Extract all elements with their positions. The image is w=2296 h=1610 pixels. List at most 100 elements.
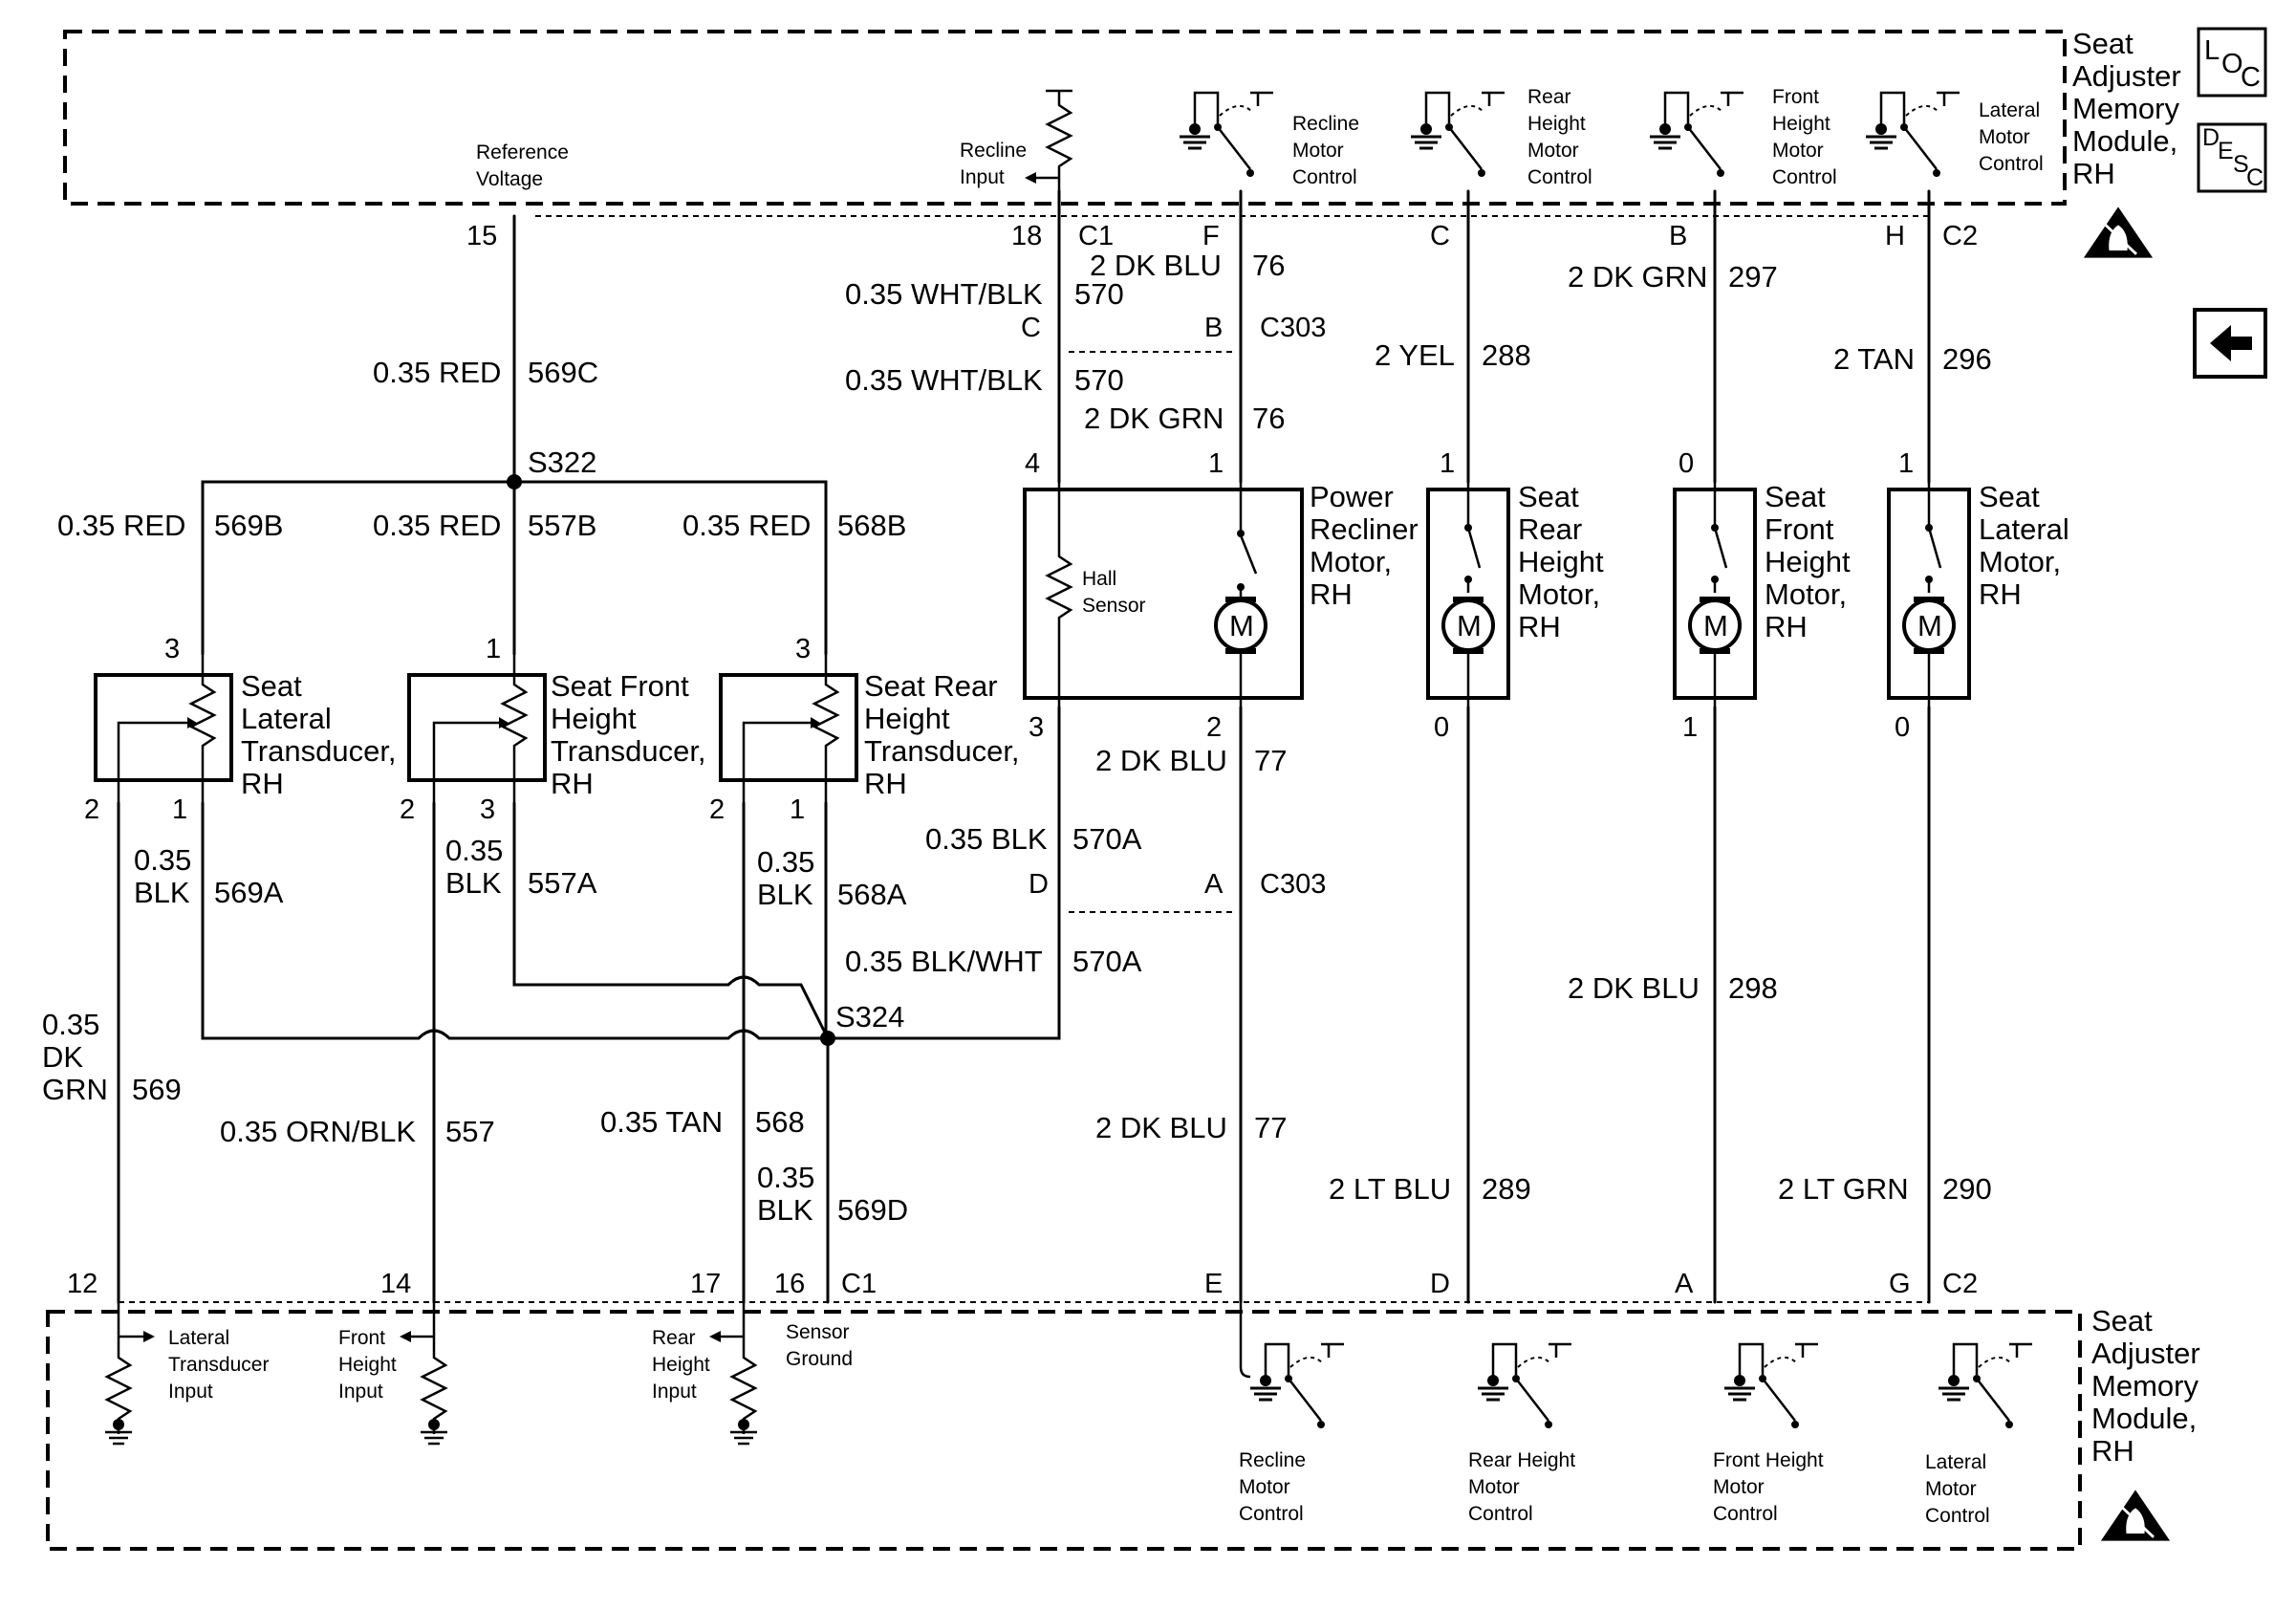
svg-text:0.35 RED: 0.35 RED bbox=[57, 509, 185, 542]
svg-text:17: 17 bbox=[690, 1269, 721, 1299]
sensor-ground: Sensor Ground bbox=[786, 1321, 853, 1370]
svg-text:RH: RH bbox=[2072, 157, 2115, 190]
svg-text:Module,: Module, bbox=[2091, 1402, 2197, 1435]
desc-icon[interactable]: DE SC bbox=[2197, 122, 2267, 193]
svg-text:Seat: Seat bbox=[2072, 27, 2134, 60]
svg-text:1: 1 bbox=[1208, 448, 1224, 479]
esd-hand-icon-bottom bbox=[2099, 1488, 2172, 1543]
svg-text:Input: Input bbox=[338, 1381, 383, 1403]
svg-text:Adjuster: Adjuster bbox=[2072, 59, 2181, 93]
svg-text:Control: Control bbox=[1292, 166, 1357, 188]
svg-text:D: D bbox=[1029, 869, 1049, 900]
rear-height-control-switch bbox=[1409, 91, 1506, 179]
svg-text:Reference: Reference bbox=[476, 141, 569, 163]
svg-text:M: M bbox=[1917, 609, 1942, 642]
svg-text:Control: Control bbox=[1772, 166, 1837, 188]
svg-text:77: 77 bbox=[1254, 744, 1287, 777]
svg-text:L: L bbox=[2204, 35, 2220, 66]
svg-text:C1: C1 bbox=[841, 1269, 877, 1299]
svg-text:1: 1 bbox=[1898, 448, 1914, 479]
bottom-rear-height-switch bbox=[1476, 1342, 1573, 1430]
svg-text:2 YEL: 2 YEL bbox=[1375, 338, 1455, 372]
svg-text:C: C bbox=[2241, 62, 2261, 93]
lateral-motor-control-label: Lateral Motor Control bbox=[1979, 99, 2044, 175]
svg-text:Motor: Motor bbox=[1292, 140, 1344, 162]
svg-text:Sensor: Sensor bbox=[786, 1321, 850, 1343]
svg-text:Height: Height bbox=[1527, 113, 1586, 135]
svg-text:2: 2 bbox=[1206, 712, 1222, 743]
bottom-rear-height-motor-control-label: Rear Height Motor Control bbox=[1468, 1449, 1575, 1525]
svg-text:2 DK BLU: 2 DK BLU bbox=[1095, 744, 1227, 777]
svg-text:Control: Control bbox=[1713, 1503, 1778, 1525]
svg-text:O: O bbox=[2221, 49, 2243, 79]
svg-text:Lateral: Lateral bbox=[1925, 1451, 1986, 1473]
svg-text:Motor: Motor bbox=[1979, 126, 2030, 148]
svg-text:297: 297 bbox=[1728, 260, 1778, 294]
svg-text:Motor,: Motor, bbox=[1979, 545, 2061, 578]
svg-text:BLK: BLK bbox=[134, 876, 190, 909]
recliner-label: Power Recliner Motor, RH bbox=[1310, 480, 1419, 611]
front-height-motor-label: Seat Front Height Motor, RH bbox=[1765, 480, 1851, 643]
svg-text:Motor: Motor bbox=[1713, 1476, 1765, 1498]
svg-text:0.35: 0.35 bbox=[757, 1161, 814, 1194]
svg-text:Motor,: Motor, bbox=[1518, 577, 1600, 611]
svg-text:2 LT BLU: 2 LT BLU bbox=[1329, 1172, 1451, 1206]
svg-text:Transducer,: Transducer, bbox=[551, 734, 706, 768]
left-arrow-icon[interactable] bbox=[2193, 308, 2267, 379]
svg-text:Seat: Seat bbox=[241, 669, 302, 703]
svg-text:0.35 BLK/WHT: 0.35 BLK/WHT bbox=[845, 945, 1043, 978]
svg-text:Recline: Recline bbox=[1239, 1449, 1306, 1471]
svg-text:569: 569 bbox=[132, 1073, 182, 1106]
s322-splice bbox=[507, 474, 522, 490]
lateral-motor-label: Seat Lateral Motor, RH bbox=[1979, 480, 2069, 611]
svg-text:3: 3 bbox=[164, 634, 180, 664]
svg-text:A: A bbox=[1675, 1269, 1694, 1299]
bottom-module-box bbox=[46, 1310, 2082, 1551]
svg-text:4: 4 bbox=[1025, 448, 1040, 479]
svg-text:Rear: Rear bbox=[1518, 512, 1582, 546]
svg-text:568B: 568B bbox=[837, 509, 906, 542]
svg-text:Adjuster: Adjuster bbox=[2091, 1337, 2200, 1370]
svg-text:Height: Height bbox=[551, 702, 637, 735]
svg-text:Height: Height bbox=[338, 1354, 397, 1376]
svg-text:557: 557 bbox=[445, 1115, 495, 1148]
svg-text:1: 1 bbox=[172, 794, 187, 825]
svg-text:Height: Height bbox=[864, 702, 950, 735]
svg-text:0.35 ORN/BLK: 0.35 ORN/BLK bbox=[220, 1115, 416, 1148]
svg-text:Lateral: Lateral bbox=[1979, 512, 2069, 546]
svg-text:M: M bbox=[1703, 609, 1728, 642]
svg-text:Power: Power bbox=[1310, 480, 1394, 513]
top-module-title: Seat Adjuster Memory Module, RH bbox=[2072, 27, 2181, 190]
c303-bottom-pins: D A C303 bbox=[1029, 869, 1326, 900]
svg-text:Hall: Hall bbox=[1082, 568, 1116, 590]
svg-text:2: 2 bbox=[400, 794, 415, 825]
c303-top-pins: C B C303 bbox=[1021, 313, 1326, 343]
svg-text:2: 2 bbox=[84, 794, 99, 825]
svg-text:1: 1 bbox=[1682, 712, 1698, 743]
recline-motor-control-label: Recline Motor Control bbox=[1292, 113, 1359, 188]
rear-height-motor-label: Seat Rear Height Motor, RH bbox=[1518, 480, 1604, 643]
svg-text:2 DK BLU: 2 DK BLU bbox=[1568, 971, 1700, 1005]
bottom-recline-motor-control-label: Recline Motor Control bbox=[1239, 1449, 1306, 1525]
svg-text:E: E bbox=[1204, 1269, 1223, 1299]
s324-splice bbox=[820, 1031, 835, 1046]
svg-text:0.35: 0.35 bbox=[134, 843, 191, 877]
svg-text:569D: 569D bbox=[837, 1193, 908, 1227]
front-height-control-switch bbox=[1648, 91, 1745, 179]
bottom-front-height-switch bbox=[1722, 1342, 1820, 1430]
svg-text:Memory: Memory bbox=[2072, 92, 2179, 125]
svg-text:Recliner: Recliner bbox=[1310, 512, 1419, 546]
bottom-module-title: Seat Adjuster Memory Module, RH bbox=[2091, 1304, 2200, 1468]
svg-text:Input: Input bbox=[168, 1381, 213, 1403]
svg-text:Front: Front bbox=[1772, 86, 1819, 108]
svg-text:Seat: Seat bbox=[2091, 1304, 2153, 1338]
top-connector-pins: 15 18 C1 F C B H C2 bbox=[466, 221, 1978, 251]
svg-text:0.35 WHT/BLK: 0.35 WHT/BLK bbox=[845, 363, 1043, 397]
svg-text:Motor: Motor bbox=[1925, 1478, 1977, 1500]
recline-input-label: Recline Input bbox=[960, 140, 1059, 188]
svg-text:Motor,: Motor, bbox=[1310, 545, 1392, 578]
lateral-control-switch bbox=[1864, 91, 1961, 179]
svg-text:Module,: Module, bbox=[2072, 124, 2177, 158]
svg-text:A: A bbox=[1204, 869, 1224, 900]
